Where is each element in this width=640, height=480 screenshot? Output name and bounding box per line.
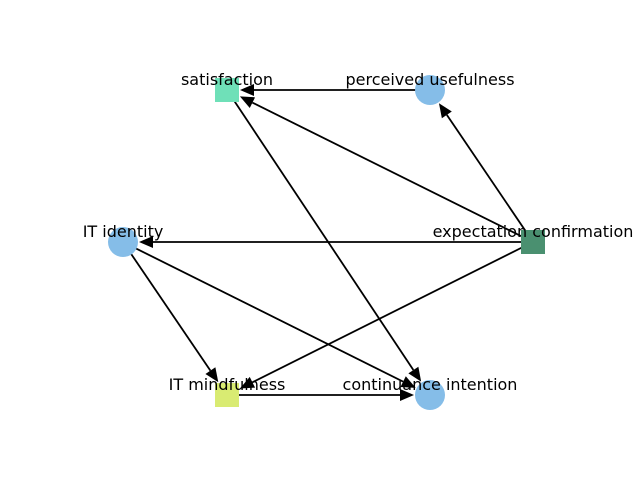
node-it-mindfulness [215,383,239,407]
edge-line [122,241,404,383]
edge-line [252,101,534,243]
node-satisfaction [215,78,239,102]
node-label-continuance-intention: continuance intention [343,375,518,394]
arrowhead [400,376,416,388]
arrowhead [240,84,254,96]
edge-expectation_confirmation-to-perceived_usefulness [438,103,534,243]
arrowhead [400,389,414,401]
node-continuance-intention [415,380,445,410]
edge-expectation_confirmation-to-it_mindfulness [239,241,534,389]
node-label-satisfaction: satisfaction [181,70,273,89]
edge-expectation_confirmation-to-satisfaction [239,96,534,243]
node-it-identity [108,227,138,257]
node-perceived-usefulness [415,75,445,105]
edge-it_identity-to-it_mindfulness [122,241,219,383]
edge-line [252,241,534,384]
nodes-layer [108,75,545,410]
arrowhead [205,367,219,383]
edge-perceived_usefulness-to-satisfaction [240,84,430,96]
edges-layer [122,84,534,401]
edge-it_mindfulness-to-continuance_intention [227,389,414,401]
labels-layer: satisfaction perceived usefulness IT ident… [83,70,634,394]
node-label-perceived-usefulness: perceived usefulness [345,70,514,89]
arrowhead [239,376,256,389]
node-expectation-confirmation [521,230,545,254]
edge-line [122,241,212,372]
arrowhead [239,96,256,109]
arrowhead [438,103,452,119]
edge-expectation_confirmation-to-it_identity [139,236,533,248]
node-label-expectation-confirmation: expectation confirmation [433,222,634,241]
arrowhead [139,236,153,248]
edge-it_identity-to-continuance_intention [122,241,416,388]
node-label-it-identity: IT identity [83,222,164,241]
edge-satisfaction-to-continuance_intention [226,89,422,382]
node-label-it-mindfulness: IT mindfulness [169,375,286,394]
edge-line [446,114,534,243]
edge-line [226,89,415,371]
arrowhead [408,366,422,382]
